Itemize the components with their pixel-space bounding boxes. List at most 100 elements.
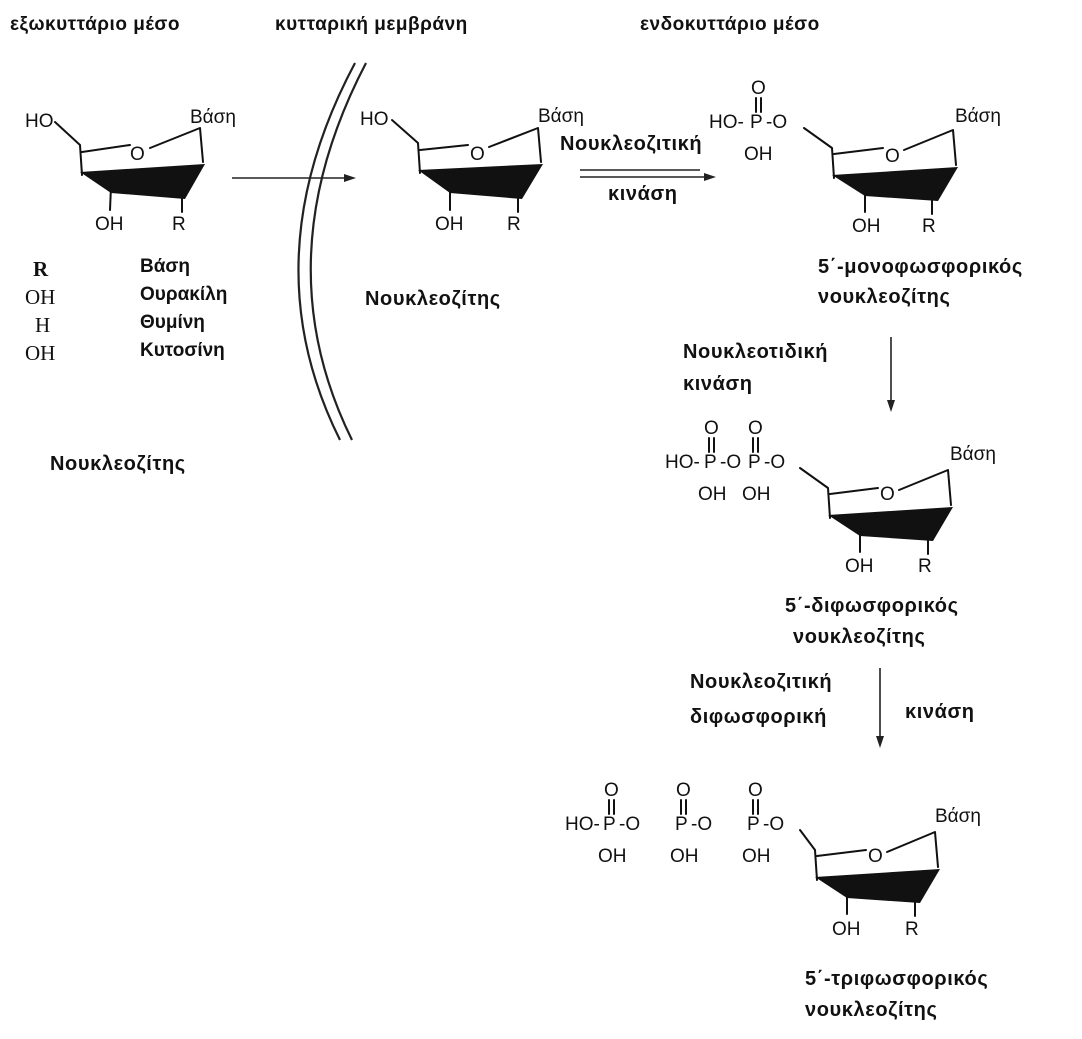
- atom-base: Βάση: [190, 107, 236, 128]
- region-extracellular: εξωκυττάριο μέσο: [10, 14, 180, 35]
- atom-phosphate-oh: OH: [698, 484, 727, 505]
- atom-ring-o: O: [130, 144, 145, 165]
- atom-oxo: O: [751, 78, 766, 99]
- atom-oxo: O: [748, 418, 763, 439]
- label-outside-nucleoside: Νουκλεοζίτης: [50, 453, 186, 475]
- phosphoryl-double-bond: [608, 799, 615, 815]
- atom-phosphate-oh: OH: [598, 846, 627, 867]
- region-membrane: κυτταρική μεμβράνη: [275, 14, 468, 35]
- nucleoside-outside: HO O Βάση OH R: [25, 107, 236, 235]
- atom-ring-o: O: [885, 146, 900, 167]
- atom-ring-o: O: [470, 144, 485, 165]
- kinase-arrowhead-2: [887, 400, 895, 412]
- ring-bonds: [803, 127, 957, 215]
- atom-bridge-o: -O: [764, 452, 785, 473]
- atom-phosphate-oh: OH: [742, 846, 771, 867]
- atom-oxo: O: [604, 780, 619, 801]
- transport-arrowhead: [344, 174, 356, 182]
- atom-r: R: [172, 214, 186, 235]
- nucleoside-diphosphate: HO- P O OH -O P O OH -O O Βάση OH R: [665, 418, 996, 577]
- nucleoside-triphosphate: HO- P O OH -O P O OH -O P O OH -O O Βάση…: [565, 780, 981, 940]
- label-monophosphate-line2: νουκλεοζίτης: [818, 286, 950, 308]
- ring-front-wedge: [815, 869, 940, 903]
- atom-phosphate-oh: OH: [670, 846, 699, 867]
- atom-bridge-o: -O: [619, 814, 640, 835]
- atom-bridge-o: -O: [763, 814, 784, 835]
- atom-phosphorus: P: [675, 814, 688, 835]
- atom-phosphate-oh: OH: [744, 144, 773, 165]
- label-nucleoside-kinase-line2: κινάση: [608, 183, 678, 205]
- atom-r: R: [918, 556, 932, 577]
- atom-phosphorus: P: [750, 112, 763, 133]
- phosphoryl-double-bond: [752, 437, 759, 453]
- atom-ring-o: O: [868, 846, 883, 867]
- table-row-base: Ουρακίλη: [140, 284, 227, 305]
- atom-oh: OH: [95, 214, 124, 235]
- atom-ring-o: O: [880, 484, 895, 505]
- table-row-r: OH: [25, 341, 55, 365]
- atom-ho-bond: HO-: [565, 814, 600, 835]
- atom-base: Βάση: [955, 106, 1001, 127]
- atom-bridge-o: -O: [720, 452, 741, 473]
- atom-oh: OH: [435, 214, 464, 235]
- kinase-arrowhead-1: [704, 173, 716, 181]
- label-inside-nucleoside: Νουκλεοζίτης: [365, 288, 501, 310]
- atom-phosphorus: P: [747, 814, 760, 835]
- ring-bonds: [799, 829, 939, 917]
- ring-front-wedge: [418, 164, 543, 199]
- atom-oxo: O: [748, 780, 763, 801]
- label-monophosphate-line1: 5΄-μονοφωσφορικός: [818, 256, 1023, 278]
- atom-oh: OH: [832, 919, 861, 940]
- atom-oh: OH: [845, 556, 874, 577]
- membrane-arc-inner: [309, 62, 367, 441]
- label-diphosphate-line2: νουκλεοζίτης: [793, 626, 925, 648]
- kinase-arrowhead-3: [876, 736, 884, 748]
- atom-oxo: O: [704, 418, 719, 439]
- atom-phosphorus: P: [748, 452, 761, 473]
- atom-oh: OH: [852, 216, 881, 237]
- atom-phosphorus: P: [603, 814, 616, 835]
- region-intracellular: ενδοκυττάριο μέσο: [640, 14, 820, 35]
- table-row-r: OH: [25, 285, 55, 309]
- atom-ho-bond: HO-: [665, 452, 700, 473]
- atom-ho-bond: HO-: [709, 112, 744, 133]
- atom-ho: HO: [360, 109, 389, 130]
- phosphoryl-double-bond: [755, 97, 762, 113]
- atom-bridge-o: -O: [691, 814, 712, 835]
- table-header-r: R: [33, 257, 49, 281]
- table-header-base: Βάση: [140, 256, 190, 277]
- atom-ho: HO: [25, 111, 54, 132]
- label-triphosphate-line2: νουκλεοζίτης: [805, 999, 937, 1021]
- label-triphosphate-line1: 5΄-τριφωσφορικός: [805, 968, 988, 990]
- label-diphosphate-kinase-line3: κινάση: [905, 701, 975, 723]
- membrane-arc-outer: [297, 62, 356, 441]
- label-diphosphate-line1: 5΄-διφωσφορικός: [785, 595, 959, 617]
- label-nucleotide-kinase-line1: Νουκλεοτιδική: [683, 341, 828, 363]
- label-diphosphate-kinase-line2: διφωσφορική: [690, 706, 827, 728]
- ring-front-wedge: [832, 167, 958, 201]
- ring-front-wedge: [80, 164, 205, 199]
- atom-r: R: [507, 214, 521, 235]
- ring-bonds: [54, 121, 204, 213]
- table-row-base: Θυμίνη: [140, 312, 205, 333]
- atom-bridge-o: -O: [766, 112, 787, 133]
- nucleoside-monophosphate: HO- P O -O OH O Βάση OH R: [709, 78, 1001, 237]
- table-row-base: Κυτοσίνη: [140, 340, 225, 361]
- substituent-table: R Βάση OH Ουρακίλη H Θυμίνη OH Κυτοσίνη: [25, 256, 227, 365]
- atom-r: R: [905, 919, 919, 940]
- atom-oxo: O: [676, 780, 691, 801]
- ring-front-wedge: [828, 507, 953, 541]
- atom-base: Βάση: [935, 806, 981, 827]
- atom-phosphate-oh: OH: [742, 484, 771, 505]
- phosphoryl-double-bond: [752, 799, 759, 815]
- phosphoryl-double-bond: [680, 799, 687, 815]
- atom-phosphorus: P: [704, 452, 717, 473]
- atom-base: Βάση: [950, 444, 996, 465]
- ring-bonds: [799, 467, 952, 555]
- label-diphosphate-kinase-line1: Νουκλεοζιτική: [690, 671, 832, 693]
- label-nucleoside-kinase-line1: Νουκλεοζιτική: [560, 133, 702, 155]
- table-row-r: H: [35, 313, 50, 337]
- nucleoside-inside: HO O Βάση OH R: [360, 106, 584, 235]
- phosphoryl-double-bond: [708, 437, 715, 453]
